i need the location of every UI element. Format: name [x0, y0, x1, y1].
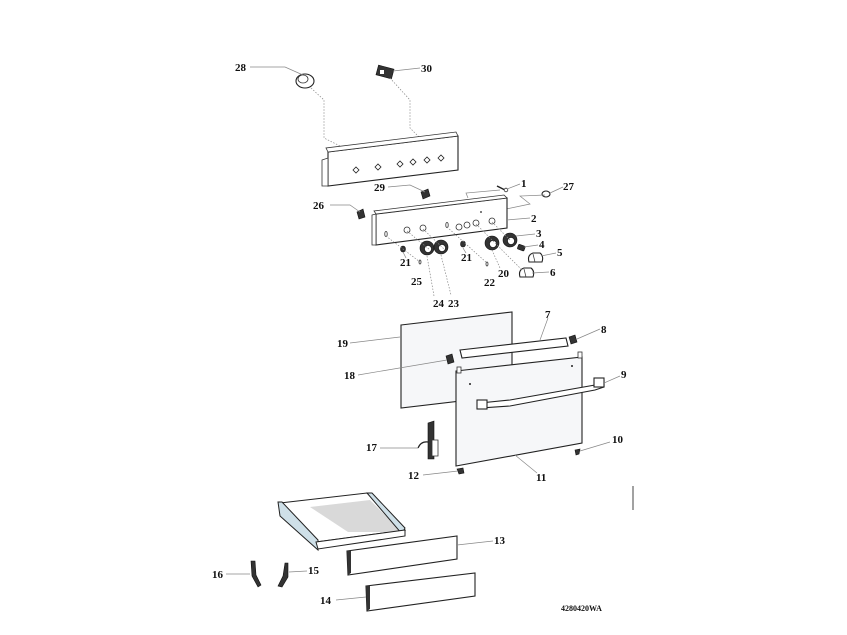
callout-12[interactable]: 12	[408, 470, 420, 482]
part-5-knob[interactable]	[527, 252, 544, 263]
part-11-door-glass[interactable]	[455, 351, 583, 467]
callout-3[interactable]: 3	[536, 228, 542, 240]
callout-21-right[interactable]: 21	[461, 252, 472, 264]
part-15-drawer-runner[interactable]	[277, 562, 289, 588]
drawing-code: 4280420WA	[561, 604, 602, 613]
callout-22[interactable]: 22	[484, 277, 496, 289]
part-29-cap[interactable]	[295, 73, 315, 89]
part-16-drawer-runner[interactable]	[250, 560, 262, 588]
drawer-tray[interactable]	[277, 492, 407, 552]
callout-7[interactable]: 7	[545, 309, 551, 321]
part-10-screw[interactable]	[574, 448, 581, 456]
part-13-drawer-front[interactable]	[346, 535, 458, 576]
leader-panel-24	[406, 230, 431, 251]
leader-panel-25	[385, 235, 421, 263]
callout-25[interactable]: 25	[411, 276, 423, 288]
callout-4[interactable]: 4	[539, 239, 545, 251]
callout-13[interactable]: 13	[494, 535, 506, 547]
callout-20[interactable]: 20	[498, 268, 510, 280]
callout-6[interactable]: 6	[550, 267, 556, 279]
part-8-clip[interactable]	[568, 334, 578, 345]
part-20-knob-bezel[interactable]	[484, 235, 500, 251]
leader-panel-23	[422, 228, 445, 250]
part-21-grommet-right[interactable]	[460, 240, 466, 248]
callout-21-left[interactable]: 21	[400, 257, 411, 269]
part-30-connector[interactable]	[375, 64, 395, 80]
leader-30-dotted	[389, 77, 421, 139]
callout-14[interactable]: 14	[320, 595, 332, 607]
callout-10[interactable]: 10	[612, 434, 624, 446]
part-7-door-trim[interactable]	[459, 337, 569, 359]
callout-labels: 28 30 1 27 29 26 2 3 4 5 6 21 21 20 25 2…	[212, 62, 627, 613]
callout-1[interactable]: 1	[521, 178, 527, 190]
back-control-panel[interactable]	[321, 131, 459, 187]
part-22-pin[interactable]	[485, 261, 489, 267]
leader-panel-3	[491, 221, 511, 241]
callout-18[interactable]: 18	[344, 370, 356, 382]
leader-panel-6	[475, 223, 523, 271]
callout-29[interactable]: 28	[235, 62, 247, 74]
part-14-drawer-panel[interactable]	[365, 572, 476, 612]
callout-26[interactable]: 27	[563, 181, 575, 193]
part-26-ring[interactable]	[541, 190, 551, 198]
part-4-spring[interactable]	[517, 244, 526, 252]
leader-1-bracket	[465, 189, 501, 199]
callout-19[interactable]: 19	[337, 338, 349, 350]
callout-17[interactable]: 17	[366, 442, 378, 454]
part-23-knob-bezel[interactable]	[433, 239, 449, 255]
callout-8[interactable]: 8	[601, 324, 607, 336]
part-6-knob[interactable]	[518, 267, 535, 278]
part-1-screw[interactable]	[496, 185, 509, 193]
part-18-clip[interactable]	[445, 353, 455, 365]
part-12-screw[interactable]	[456, 467, 465, 475]
part-17-hinge[interactable]	[417, 420, 439, 460]
leader-lines	[226, 66, 621, 601]
callout-11[interactable]: 11	[536, 472, 546, 484]
callout-5[interactable]: 5	[557, 247, 563, 259]
callout-15[interactable]: 15	[308, 565, 320, 577]
callout-9[interactable]: 9	[621, 369, 627, 381]
callout-28[interactable]: 29	[374, 182, 386, 194]
callout-16[interactable]: 16	[212, 569, 224, 581]
leader-29-dotted	[310, 87, 341, 147]
part-2-control-panel[interactable]	[371, 194, 508, 246]
callout-2[interactable]: 2	[531, 213, 537, 225]
callout-27[interactable]: 26	[313, 200, 325, 212]
callout-24[interactable]: 24	[433, 298, 445, 310]
callout-23[interactable]: 23	[448, 298, 460, 310]
part-9-handle[interactable]	[476, 377, 605, 410]
callout-30[interactable]: 30	[421, 63, 433, 75]
